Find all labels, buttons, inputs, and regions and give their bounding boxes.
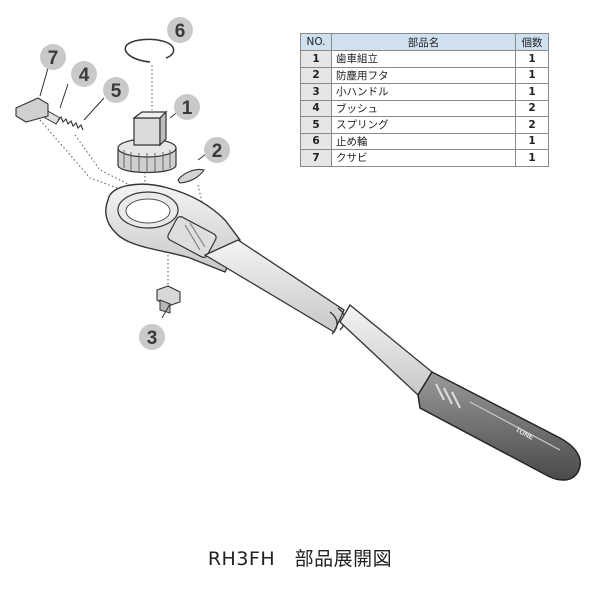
row-part-name: 小ハンドル: [331, 83, 516, 101]
row-no: 7: [300, 149, 332, 167]
row-quantity: 1: [515, 132, 549, 150]
callout-5-label: 5: [111, 81, 122, 102]
callout-6-label: 6: [175, 21, 186, 42]
callout-7-label: 7: [48, 48, 59, 69]
parts-table: NO. 部品名 個数 1 歯車組立 1 2 防塵用フタ 1 3 小ハンドル 1 …: [300, 33, 549, 167]
callout-2-label: 2: [212, 141, 223, 162]
assembly-guide-lines: [39, 65, 206, 290]
table-row: 4 ブッシュ 2: [300, 99, 549, 117]
parts-table-header: NO. 部品名 個数: [300, 33, 549, 51]
row-quantity: 1: [515, 83, 549, 101]
row-part-name: 歯車組立: [331, 50, 516, 68]
callout-4: 4: [71, 61, 97, 87]
row-quantity: 1: [515, 66, 549, 84]
part-gear-assembly: [117, 110, 177, 174]
callout-3-label: 3: [147, 328, 158, 349]
row-no: 2: [300, 66, 332, 84]
part-wedge: [15, 97, 49, 123]
row-quantity: 1: [515, 149, 549, 167]
table-row: 6 止め輪 1: [300, 132, 549, 150]
row-part-name: 止め輪: [331, 132, 516, 150]
row-no: 1: [300, 50, 332, 68]
row-part-name: ブッシュ: [331, 99, 516, 117]
row-part-name: クサビ: [331, 149, 516, 167]
row-quantity: 1: [515, 50, 549, 68]
table-row: 3 小ハンドル 1: [300, 83, 549, 101]
header-no: NO.: [300, 33, 332, 51]
table-row: 5 スプリング 2: [300, 116, 549, 134]
callout-3: 3: [139, 324, 165, 350]
callout-4-label: 4: [79, 65, 90, 86]
row-no: 6: [300, 132, 332, 150]
table-row: 2 防塵用フタ 1: [300, 66, 549, 84]
row-no: 3: [300, 83, 332, 101]
row-no: 5: [300, 116, 332, 134]
row-part-name: スプリング: [331, 116, 516, 134]
row-part-name: 防塵用フタ: [331, 66, 516, 84]
header-part-name: 部品名: [331, 33, 516, 51]
part-dust-cover: [177, 168, 205, 184]
callout-1: 1: [174, 94, 200, 120]
part-spring: [57, 116, 84, 131]
part-small-handle: [156, 285, 181, 314]
table-row: 1 歯車組立 1: [300, 50, 549, 68]
callout-2: 2: [204, 137, 230, 163]
header-quantity: 個数: [515, 33, 549, 51]
part-retaining-ring: [124, 38, 175, 63]
diagram-caption: RH3FH 部品展開図: [207, 548, 393, 570]
callout-6: 6: [167, 17, 193, 43]
row-quantity: 2: [515, 99, 549, 117]
callout-7: 7: [40, 44, 66, 70]
row-quantity: 2: [515, 116, 549, 134]
row-no: 4: [300, 99, 332, 117]
table-row: 7 クサビ 1: [300, 149, 549, 167]
ratchet-handle: [105, 183, 581, 481]
callout-1-label: 1: [182, 98, 193, 119]
callout-5: 5: [103, 77, 129, 103]
